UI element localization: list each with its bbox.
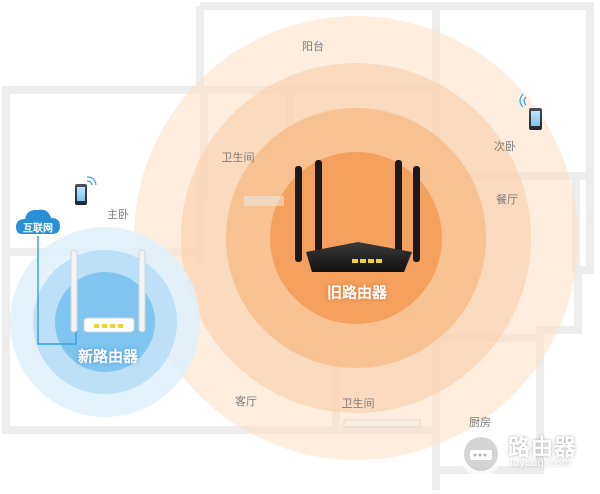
old-router-antenna-2 <box>315 160 322 256</box>
old-router-body <box>306 242 412 272</box>
internet-cloud-icon <box>16 209 60 234</box>
old-router-label: 旧路由器 <box>326 283 388 302</box>
wifi-signal-icon-second-bedroom <box>519 93 527 108</box>
room-label-kitchen: 厨房 <box>469 416 491 429</box>
phone-icon-master <box>75 184 87 205</box>
watermark-logo <box>459 432 503 476</box>
old-router-antenna-4 <box>413 166 420 262</box>
old-router-antenna-1 <box>295 166 302 262</box>
new-router-label: 新路由器 <box>77 347 139 366</box>
furniture-bath-top <box>244 196 284 206</box>
phone-icon-second-bedroom <box>529 108 542 130</box>
room-label-master-bedroom: 主卧 <box>107 208 129 221</box>
furniture-bath-bottom <box>343 419 421 428</box>
new-router-antenna-right <box>138 249 146 333</box>
new-router-icon <box>70 249 146 333</box>
old-router-icon <box>295 160 420 272</box>
room-label-balcony: 阳台 <box>302 40 324 53</box>
old-router-antenna-3 <box>395 160 402 256</box>
old-router-ports <box>352 259 382 263</box>
new-router-antenna-left <box>70 249 78 333</box>
room-label-bathroom-bottom: 卫生间 <box>341 397 375 410</box>
watermark-url: luyouqi.com <box>510 458 572 469</box>
wall-outer <box>200 2 594 274</box>
watermark-text: 路由器 <box>508 436 578 461</box>
old-router-coverage <box>134 16 578 460</box>
internet-label: 互联网 <box>23 223 53 235</box>
room-label-bathroom-top: 卫生间 <box>221 151 255 164</box>
new-router-ports <box>94 324 123 328</box>
room-label-living-room: 客厅 <box>235 395 257 408</box>
room-label-dining-room: 餐厅 <box>496 193 518 206</box>
internet-cable <box>37 236 77 345</box>
new-router-body <box>83 317 135 333</box>
wifi-signal-icon-master <box>86 176 97 186</box>
room-label-second-bedroom: 次卧 <box>494 140 516 153</box>
